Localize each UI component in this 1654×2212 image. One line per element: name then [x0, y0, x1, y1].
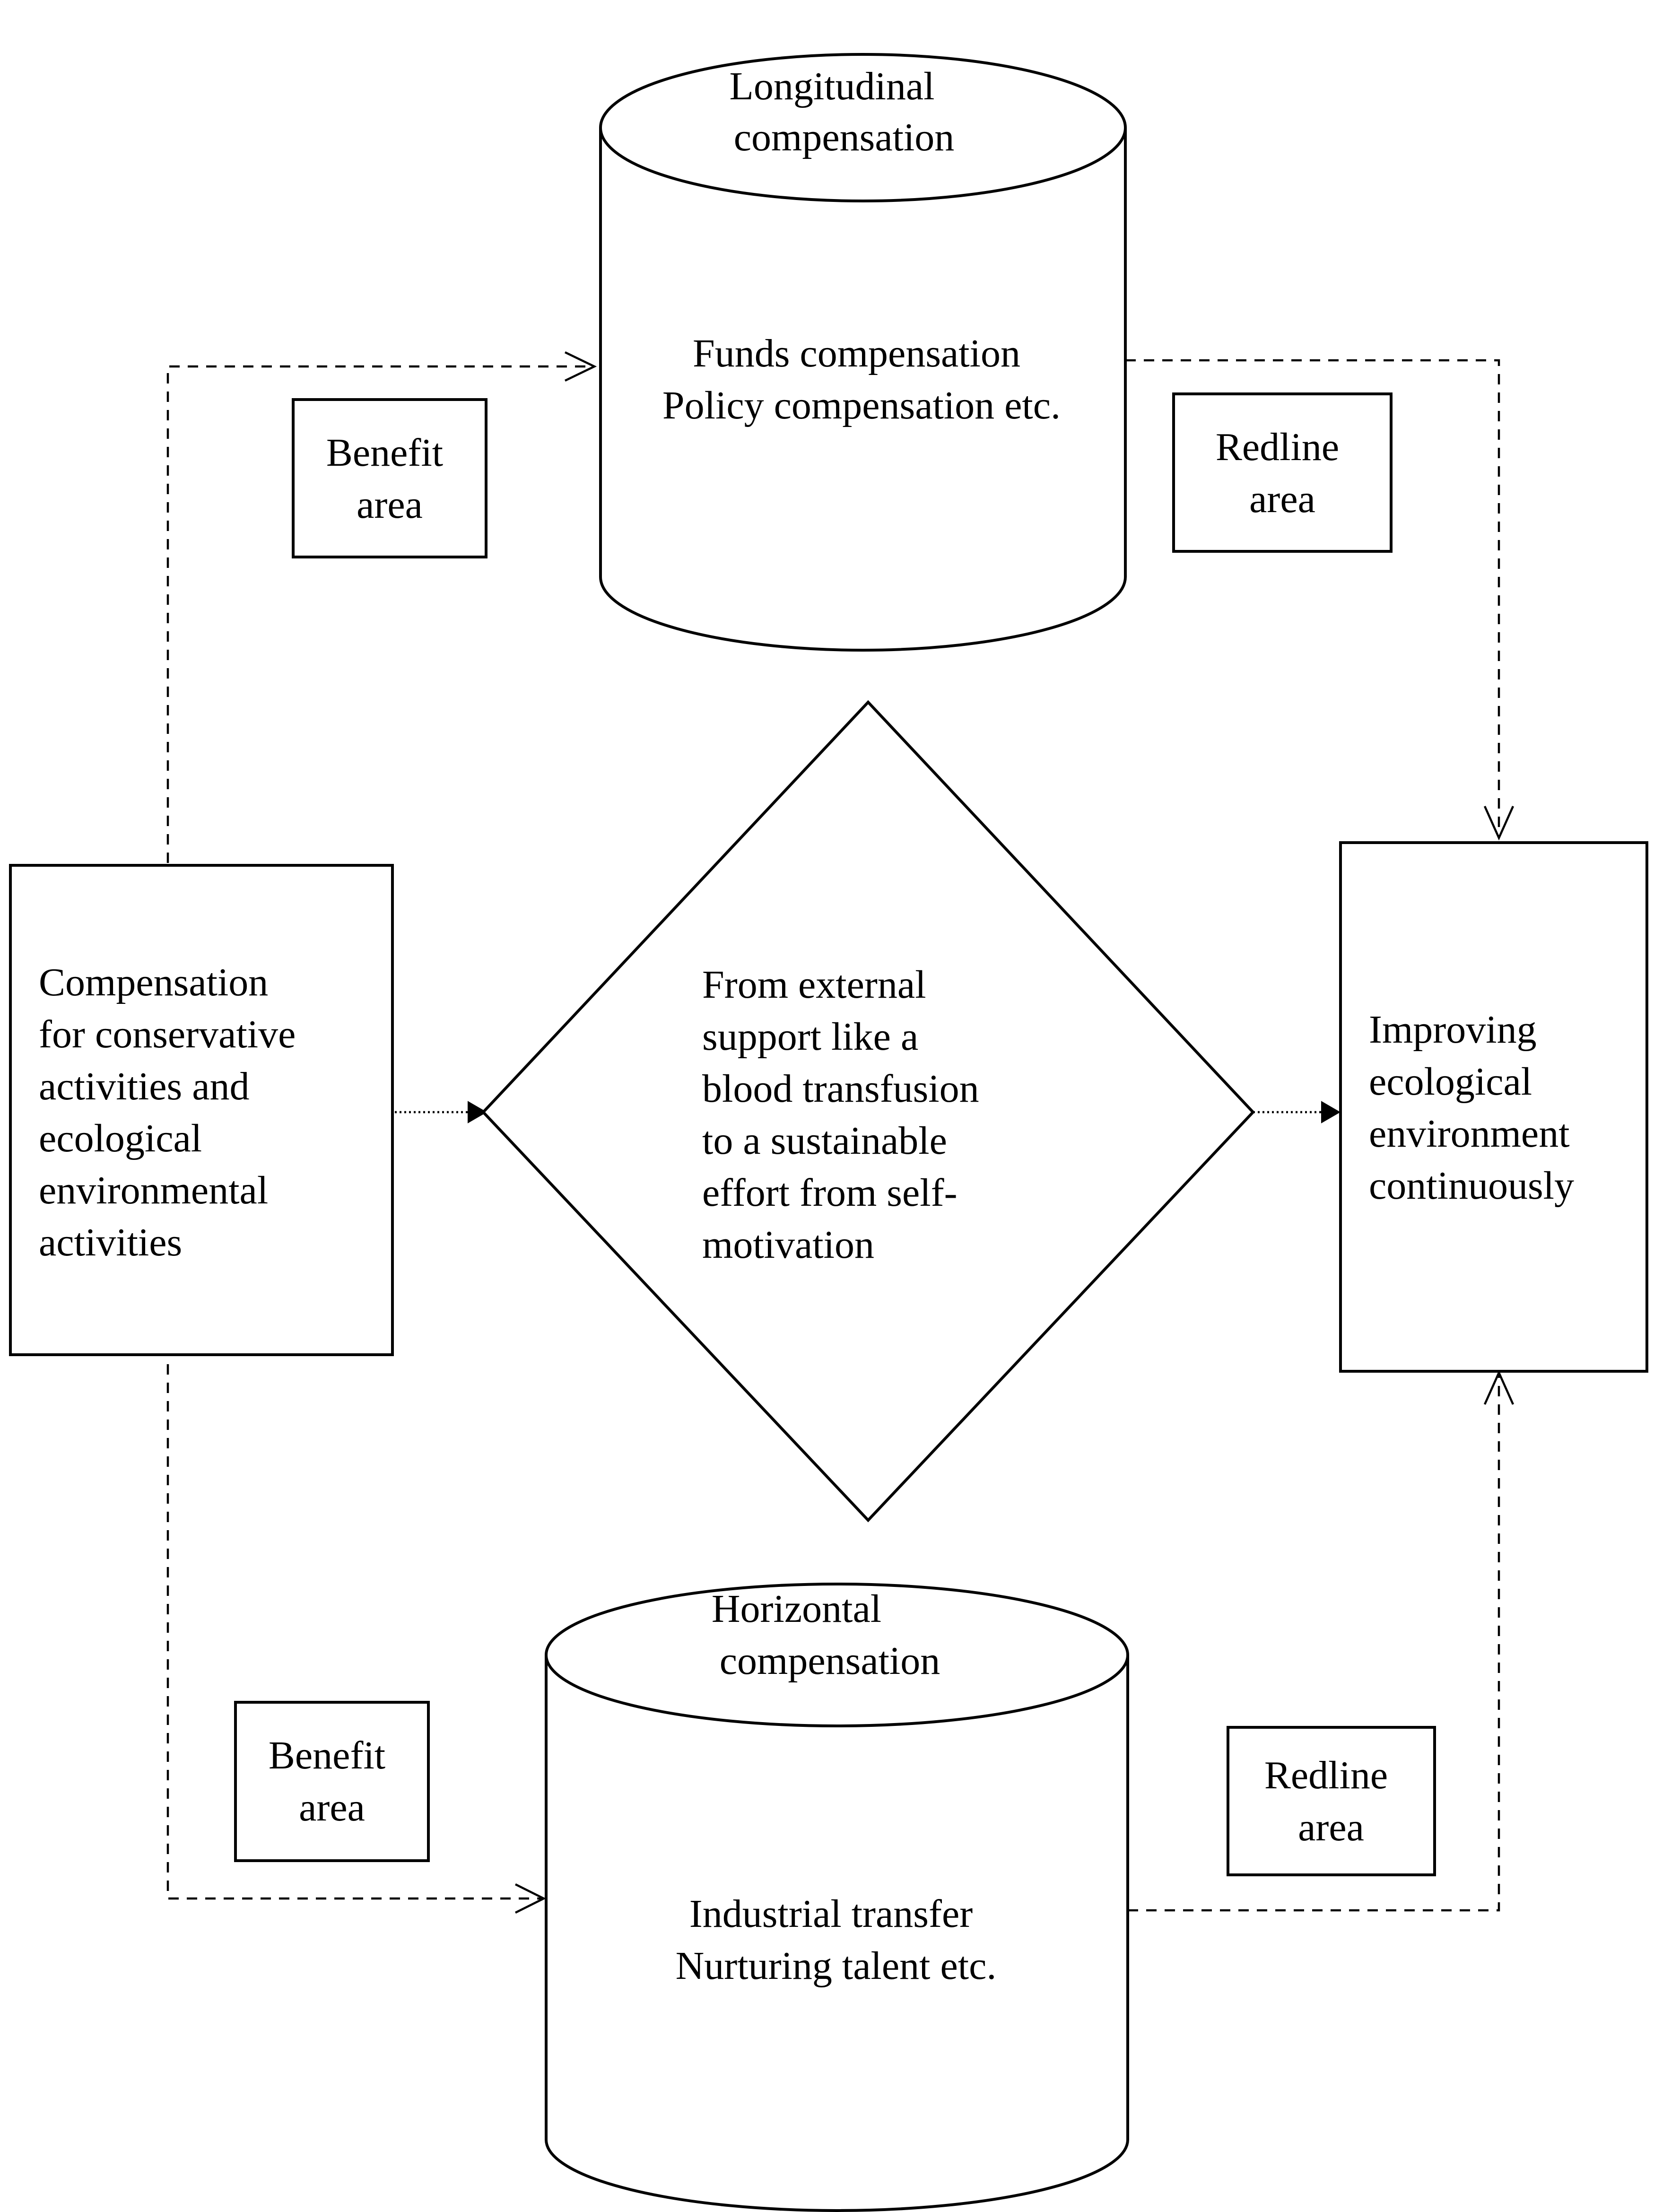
redline-area-bottom-label: Redline area: [1264, 1753, 1398, 1849]
arrowhead-solid-icon: [1321, 1101, 1341, 1123]
arrowhead-solid-icon: [468, 1101, 487, 1123]
arrowhead-open-icon: [514, 1883, 547, 1914]
center-diamond: From external support like a blood trans…: [481, 700, 1255, 1523]
longitudinal-title: Longitudinal compensation: [730, 64, 955, 159]
longitudinal-body: Funds compensation Policy compensation e…: [662, 331, 1061, 427]
source-box: Compensation for conservative activities…: [9, 864, 394, 1356]
source-text: Compensation for conservative activities…: [39, 960, 305, 1264]
benefit-area-bottom-box: Benefit area: [234, 1701, 430, 1862]
target-text: Improving ecological environment continu…: [1369, 1008, 1580, 1208]
center-text: From external support like a blood trans…: [702, 963, 989, 1267]
connector-source-to-horizontal: [166, 1364, 543, 1900]
arrowhead-open-icon: [565, 351, 597, 382]
target-box: Improving ecological environment continu…: [1339, 841, 1648, 1373]
longitudinal-cylinder: Longitudinal compensation Funds compensa…: [599, 53, 1127, 652]
connector-source-to-longitudinal: [166, 365, 593, 863]
arrowhead-open-icon: [1483, 806, 1515, 841]
redline-area-bottom-box: Redline area: [1227, 1726, 1436, 1876]
horizontal-body: Industrial transfer Nurturing talent etc…: [676, 1892, 997, 1988]
horizontal-cylinder: Horizontal compensation Industrial trans…: [545, 1583, 1129, 2212]
benefit-area-top-label: Benefit area: [326, 431, 453, 527]
redline-area-top-box: Redline area: [1172, 392, 1393, 553]
benefit-area-top-box: Benefit area: [292, 398, 487, 558]
benefit-area-bottom-label: Benefit area: [269, 1733, 395, 1829]
horizontal-title: Horizontal compensation: [712, 1587, 940, 1683]
redline-area-top-label: Redline area: [1216, 425, 1349, 521]
connector-horizontal-to-target: [1128, 1374, 1500, 1912]
connector-longitudinal-to-target: [1125, 359, 1500, 837]
